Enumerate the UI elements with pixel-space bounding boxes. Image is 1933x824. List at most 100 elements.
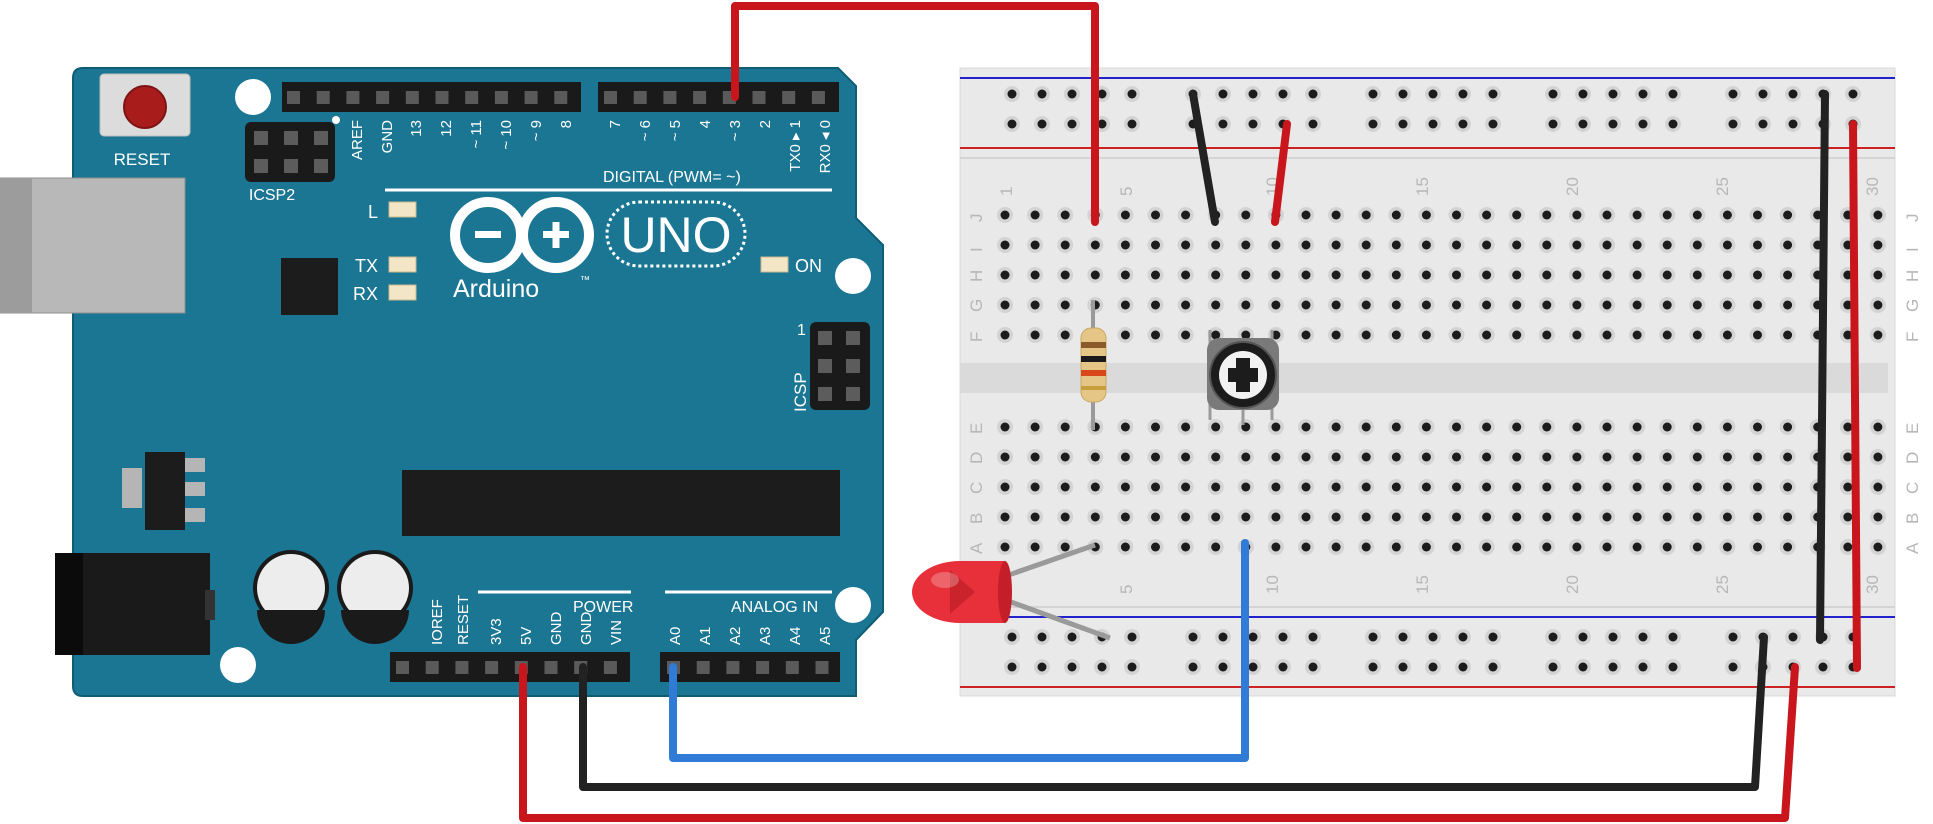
breadboard-hole-socket: [1151, 422, 1160, 432]
voltage-regulator-pin: [185, 482, 205, 496]
breadboard-hole-socket: [1788, 632, 1798, 642]
breadboard-hole-socket: [1211, 240, 1221, 250]
breadboard-hole-socket: [1512, 240, 1522, 250]
breadboard-hole-socket: [1818, 662, 1828, 672]
breadboard-hole-socket: [1060, 542, 1070, 552]
header-pin: [633, 91, 647, 104]
breadboard-hole-socket: [1211, 330, 1221, 340]
breadboard-hole-socket: [1271, 300, 1281, 310]
breadboard-hole-socket: [1783, 512, 1793, 522]
pin-label: VIN: [608, 620, 625, 645]
breadboard-hole-socket: [1458, 89, 1468, 99]
breadboard-hole-socket: [1391, 210, 1401, 220]
breadboard-hole-socket: [1783, 270, 1793, 280]
breadboard-hole-socket: [1542, 452, 1552, 462]
breadboard-hole-socket: [1638, 632, 1648, 642]
breadboard-hole-socket: [1753, 240, 1762, 250]
header-pin: [815, 661, 829, 674]
breadboard-hole-socket: [1060, 300, 1070, 310]
column-number: 15: [1413, 177, 1432, 196]
breadboard-hole-socket: [1421, 330, 1431, 340]
breadboard-hole-socket: [1542, 330, 1552, 340]
breadboard-hole-socket: [1361, 512, 1371, 522]
breadboard-hole-socket: [1662, 300, 1672, 310]
breadboard-hole-socket: [1331, 422, 1341, 432]
header-pin: [316, 91, 330, 104]
breadboard-hole-socket: [1572, 512, 1582, 522]
center-channel: [960, 363, 1888, 393]
breadboard-hole-socket: [1301, 330, 1311, 340]
voltage-regulator-pin: [185, 508, 205, 522]
breadboard-hole-socket: [1572, 210, 1582, 220]
pin-label: GND: [379, 120, 396, 154]
row-letter: J: [967, 214, 986, 223]
led-l-label: L: [368, 202, 378, 222]
breadboard-hole-socket: [1843, 512, 1853, 522]
breadboard-hole-socket: [1127, 119, 1137, 129]
led-on: [760, 256, 789, 273]
pin-label: A3: [757, 627, 774, 645]
pin-label: ~ 3: [727, 120, 744, 141]
breadboard-hole-socket: [1668, 89, 1678, 99]
breadboard-hole-socket: [1421, 422, 1431, 432]
breadboard-hole-socket: [1151, 452, 1160, 462]
breadboard-hole-socket: [1722, 270, 1732, 280]
header-pin: [696, 661, 710, 674]
breadboard-hole-socket: [1783, 210, 1793, 220]
icsp-label: ICSP: [791, 372, 810, 412]
breadboard-hole-socket: [1271, 452, 1281, 462]
breadboard-hole-socket: [1843, 422, 1853, 432]
reset-button[interactable]: [123, 85, 167, 129]
breadboard-hole-socket: [1361, 270, 1371, 280]
pin-label: ~ 10: [498, 120, 515, 150]
breadboard-hole-socket: [1398, 119, 1408, 129]
breadboard-hole-socket: [1030, 270, 1040, 280]
breadboard-hole-socket: [1000, 482, 1010, 492]
header-pin: [726, 661, 740, 674]
breadboard-hole-socket: [1692, 240, 1702, 250]
digital-header-left-pins: [287, 91, 568, 104]
breadboard-hole-socket: [1248, 632, 1258, 642]
wire-red-pin3: [731, 2, 1099, 226]
breadboard-hole-socket: [1758, 89, 1768, 99]
led-on-label: ON: [795, 256, 822, 276]
header-pin: [693, 91, 707, 104]
header-pin: [756, 661, 770, 674]
breadboard-hole-socket: [1030, 422, 1040, 432]
breadboard-hole-socket: [1301, 482, 1311, 492]
breadboard-hole-socket: [1728, 89, 1738, 99]
breadboard-hole-socket: [1181, 210, 1191, 220]
breadboard-hole-socket: [1030, 452, 1040, 462]
mounting-hole: [235, 79, 271, 115]
breadboard-hole-socket: [1301, 452, 1311, 462]
breadboard-hole-socket: [1097, 119, 1107, 129]
header-pin: [435, 91, 449, 104]
wire-black-rail: [1816, 90, 1829, 644]
header-pin: [287, 91, 300, 104]
model-label: UNO: [620, 207, 731, 263]
breadboard-hole-socket: [1632, 452, 1642, 462]
breadboard-hole-socket: [1728, 119, 1738, 129]
breadboard-hole-socket: [1783, 482, 1793, 492]
breadboard-hole-socket: [1030, 210, 1040, 220]
arduino-uno-board: RESET ICSP2 AREF GND 13 12 ~ 11 ~ 10 ~ 9…: [0, 67, 884, 697]
breadboard-hole-socket: [1632, 512, 1642, 522]
header-pin: [554, 91, 568, 104]
pin-label: ~ 6: [637, 120, 654, 141]
breadboard-hole-socket: [1090, 482, 1100, 492]
pin-label: GND: [578, 612, 595, 646]
breadboard-hole-socket: [1542, 240, 1552, 250]
breadboard-hole-socket: [1542, 482, 1552, 492]
breadboard-hole-socket: [1308, 119, 1318, 129]
breadboard-hole-socket: [1722, 240, 1732, 250]
breadboard-hole-socket: [1783, 240, 1793, 250]
header-pin: [785, 661, 799, 674]
breadboard-hole-socket: [1452, 452, 1461, 462]
reset-label: RESET: [114, 150, 171, 169]
breadboard-hole-socket: [1248, 89, 1258, 99]
breadboard-hole-socket: [1728, 662, 1738, 672]
breadboard-hole-socket: [1843, 452, 1853, 462]
breadboard-hole-socket: [1783, 300, 1793, 310]
breadboard-hole-socket: [1391, 422, 1401, 432]
voltage-regulator-pin: [185, 458, 205, 472]
